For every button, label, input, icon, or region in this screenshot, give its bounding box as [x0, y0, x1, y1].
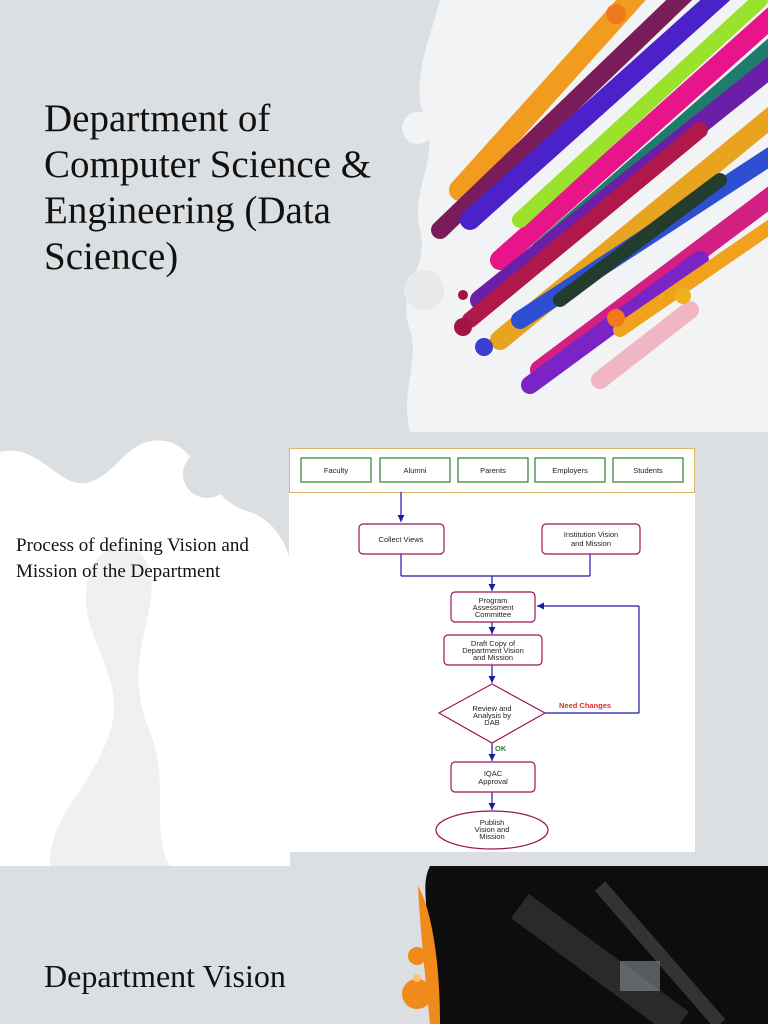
svg-text:Draft Copy of: Draft Copy of [471, 639, 516, 648]
stakeholder-box [457, 457, 529, 483]
svg-text:Mission: Mission [479, 832, 504, 841]
stakeholder-boxes: Faculty Alumni Parents Employers Students [300, 457, 684, 483]
stakeholder-label: Alumni [404, 466, 427, 475]
svg-text:and Mission: and Mission [473, 653, 513, 662]
svg-text:IQAC: IQAC [484, 769, 503, 778]
svg-text:Vision and: Vision and [475, 825, 510, 834]
vision-title: Department Vision [44, 958, 286, 994]
svg-text:Review and: Review and [472, 704, 511, 713]
ok-label: OK [495, 744, 507, 753]
stakeholder-label: Employers [552, 466, 588, 475]
collect-views-label: Collect Views [379, 535, 424, 544]
slide-vision: Department Vision [0, 866, 768, 1024]
decorative-dark-graphic [402, 866, 768, 1024]
need-changes-label: Need Changes [559, 701, 611, 710]
svg-text:Department Vision: Department Vision [462, 646, 524, 655]
svg-text:Assessment: Assessment [473, 603, 515, 612]
stakeholder-label: Students [633, 466, 663, 475]
stakeholder-box [300, 457, 372, 483]
svg-text:Approval: Approval [478, 777, 508, 786]
process-caption: Process of defining Vision and Mission o… [16, 535, 249, 582]
svg-text:Publish: Publish [480, 818, 505, 827]
stakeholder-label: Faculty [324, 466, 348, 475]
slide-process: Faculty Alumni Parents Employers Students [0, 432, 768, 866]
slide-title-text: Department of Computer Science & Enginee… [44, 97, 372, 278]
svg-text:and Mission: and Mission [571, 539, 611, 548]
stakeholder-box [379, 457, 451, 483]
stakeholder-box [534, 457, 606, 483]
decorative-blob-graphic [0, 440, 293, 866]
svg-text:Analysis by: Analysis by [473, 711, 511, 720]
svg-text:Institution Vision: Institution Vision [564, 530, 618, 539]
stakeholder-box [612, 457, 684, 483]
vision-mission-flowchart: Faculty Alumni Parents Employers Students [289, 448, 695, 852]
stakeholder-label: Parents [480, 466, 506, 475]
slide-title: Department of Computer Science & Enginee… [0, 0, 768, 432]
decorative-stripes-graphic [402, 0, 768, 432]
svg-text:DAB: DAB [484, 718, 499, 727]
svg-text:Committee: Committee [475, 610, 511, 619]
svg-text:Program: Program [479, 596, 508, 605]
